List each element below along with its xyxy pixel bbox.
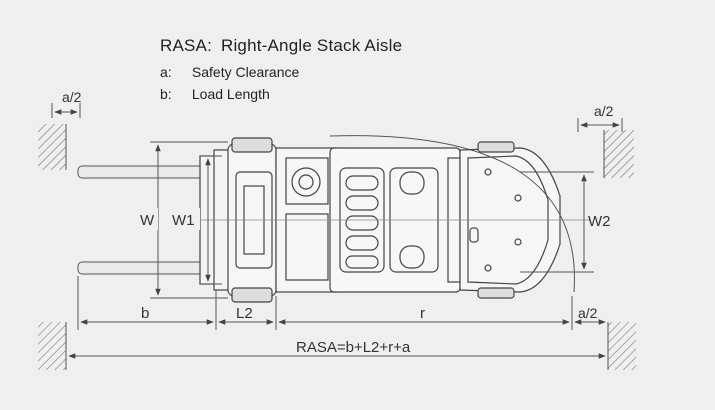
label-W: W (140, 212, 155, 229)
legend-item-safety-clearance: a: Safety Clearance (160, 64, 402, 80)
dim-rasa (65, 340, 609, 364)
label-W1: W1 (172, 212, 195, 229)
wall-top-left (38, 124, 67, 170)
label-a-half-left: a/2 (62, 89, 82, 105)
legend: RASA: Right-Angle Stack Aisle a: Safety … (160, 36, 402, 108)
legend-item-text: Load Length (191, 86, 270, 102)
legend-item-load-length: b: Load Length (160, 86, 402, 102)
label-a-half-right: a/2 (594, 103, 614, 119)
dim-a-half-left (51, 103, 81, 118)
label-r: r (420, 305, 425, 322)
legend-item-key: a: (160, 64, 172, 80)
label-rasa-formula: RASA=b+L2+r+a (296, 339, 411, 356)
wall-bottom-left (38, 322, 67, 370)
wall-bottom-right (607, 322, 636, 370)
legend-title: RASA: Right-Angle Stack Aisle (160, 36, 402, 56)
label-bg (170, 208, 200, 230)
dim-W2 (520, 171, 594, 273)
forks (77, 165, 219, 275)
label-W2: W2 (588, 213, 611, 230)
label-b: b (141, 305, 149, 322)
label-a-half-bottom: a/2 (578, 305, 598, 321)
label-bg (136, 208, 158, 230)
wall-top-right (603, 130, 634, 178)
legend-title-text: Right-Angle Stack Aisle (220, 36, 403, 55)
dim-W1 (200, 155, 222, 285)
legend-item-text: Safety Clearance (191, 64, 300, 80)
dim-a-half-right (577, 118, 623, 132)
turning-arc (329, 135, 575, 293)
legend-title-key: RASA: (160, 36, 213, 55)
label-L2: L2 (236, 305, 253, 322)
dim-extension-lines (77, 276, 573, 330)
legend-item-key: b: (160, 86, 172, 102)
